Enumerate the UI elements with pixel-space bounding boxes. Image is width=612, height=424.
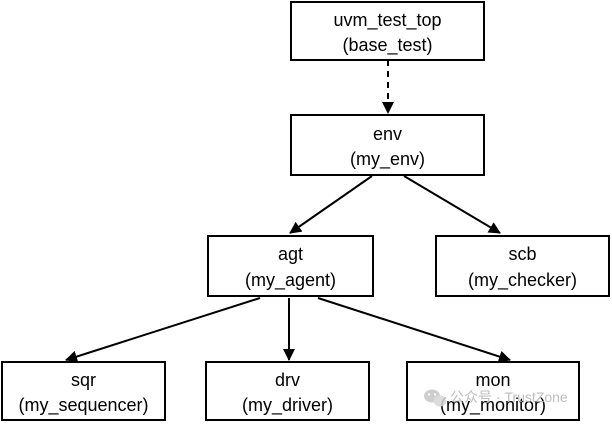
node-uvm-test-top: uvm_test_top (base_test) [290, 1, 485, 61]
node-name: mon [475, 370, 510, 390]
node-box [435, 235, 610, 297]
node-name: scb [508, 244, 536, 264]
node-box [207, 235, 374, 297]
edge-env-to-agt [289, 175, 373, 234]
node-type: (my_agent) [245, 270, 336, 291]
node-agt: agt (my_agent) [207, 235, 374, 297]
watermark: 公众号 · TrustZone [424, 389, 568, 407]
wechat-icon [424, 389, 447, 407]
node-type: (my_driver) [242, 395, 333, 416]
node-type: (my_monitor) [440, 395, 546, 416]
node-type: (my_env) [350, 149, 425, 170]
edge-agt-to-sqr [65, 297, 261, 363]
edges [65, 60, 511, 363]
node-name: drv [275, 370, 300, 390]
edge-agt-to-mon [317, 297, 511, 363]
node-env: env (my_env) [290, 114, 485, 176]
node-name: agt [278, 244, 303, 264]
node-drv: drv (my_driver) [205, 361, 370, 421]
node-scb: scb (my_checker) [435, 235, 610, 297]
node-name: env [373, 124, 402, 144]
watermark-text: 公众号 · TrustZone [450, 389, 568, 405]
node-box [290, 1, 485, 61]
node-box [290, 114, 485, 176]
node-sqr: sqr (my_sequencer) [1, 361, 166, 421]
node-name: sqr [71, 370, 96, 390]
node-box [1, 361, 166, 421]
node-type: (base_test) [342, 35, 432, 56]
node-type: (my_sequencer) [18, 395, 148, 416]
node-name: uvm_test_top [333, 10, 441, 31]
edge-env-to-scb [403, 175, 501, 234]
node-box [205, 361, 370, 421]
node-type: (my_checker) [468, 270, 577, 291]
